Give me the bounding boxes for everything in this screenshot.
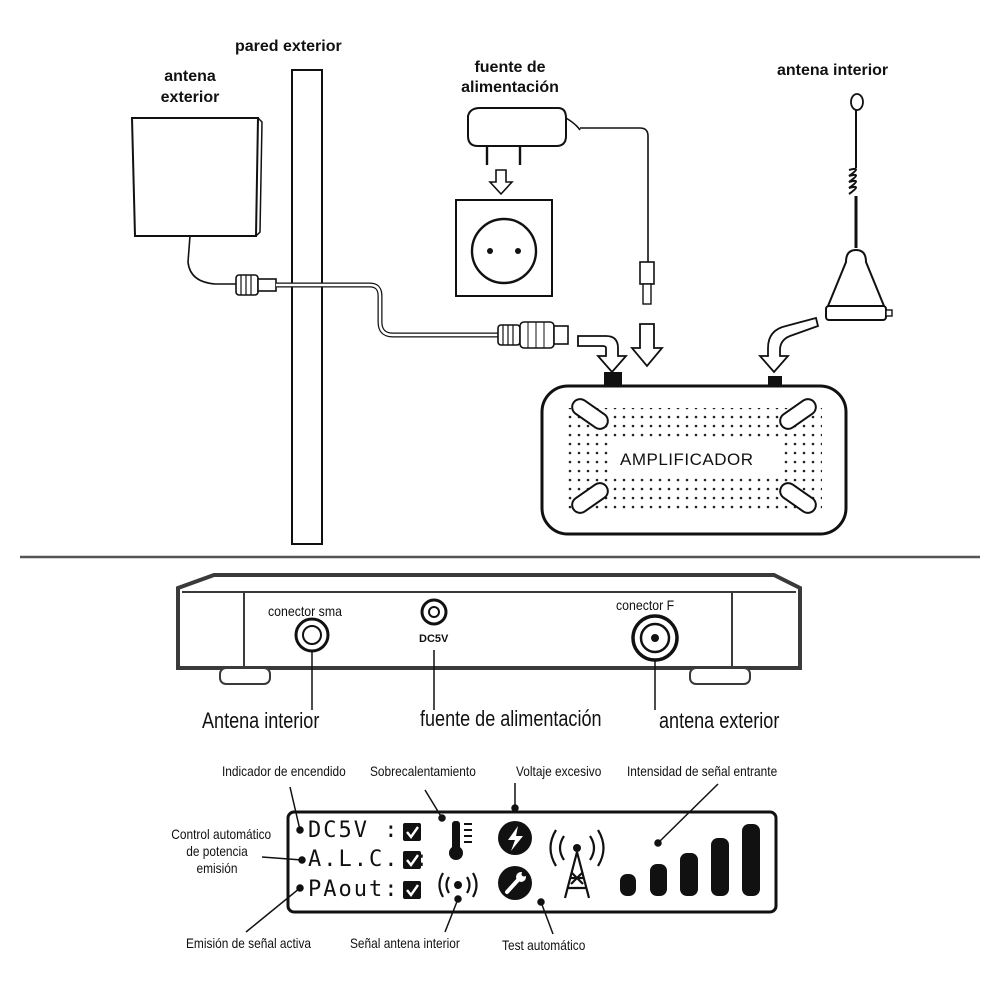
alc-annotation-3: emisión <box>196 860 238 876</box>
lightning-icon <box>498 821 532 855</box>
power-supply-label-1: fuente de <box>474 59 546 76</box>
overvoltage-annotation: Voltaje excesivo <box>516 763 602 779</box>
incoming-signal-annotation: Intensidad de señal entrante <box>627 763 778 779</box>
arrow-to-socket <box>488 169 514 196</box>
check-box-paout <box>403 881 421 899</box>
lcd-row-alc: A.L.C. : <box>308 847 430 872</box>
outer-wall-label: pared exterior <box>235 38 342 55</box>
alc-annotation-2: de potencia <box>186 843 248 859</box>
outdoor-antenna-label-2: exterior <box>160 89 220 106</box>
outdoor-antenna <box>130 117 277 296</box>
outdoor-antenna-label-1: antena <box>164 68 216 85</box>
indoor-antenna <box>825 93 893 321</box>
amplifier-unit <box>540 372 848 536</box>
wall-socket <box>455 199 553 297</box>
amplifier-back-panel <box>176 573 802 710</box>
outdoor-antenna-port-label: antena exterior <box>659 708 780 733</box>
lcd-row-paout: PAout: <box>308 877 400 902</box>
power-supply-label-2: alimentación <box>461 79 559 96</box>
sma-connector-label: conector sma <box>268 603 342 619</box>
check-box-alc <box>403 851 421 869</box>
power-indicator-annotation: Indicador de encendido <box>222 763 346 779</box>
arrow-left-connector <box>577 335 628 374</box>
wrench-icon <box>498 866 532 900</box>
overheat-annotation: Sobrecalentamiento <box>370 763 476 779</box>
amp-cable-connector <box>497 321 569 349</box>
lcd-row-dc5v: DC5V : <box>308 818 400 843</box>
annotation-leaders <box>245 783 719 935</box>
indoor-signal-icon <box>438 872 478 898</box>
outer-wall <box>291 69 323 545</box>
indoor-antenna-label: antena interior <box>777 62 889 79</box>
alc-annotation-1: Control automático <box>171 826 272 842</box>
active-emission-annotation: Emisión de señal activa <box>186 935 312 951</box>
power-port-label: fuente de alimentación <box>420 706 602 731</box>
amplifier-label: AMPLIFICADOR <box>620 450 754 469</box>
power-adapter <box>467 107 655 305</box>
self-test-annotation: Test automático <box>502 937 586 953</box>
tower-icon <box>549 829 605 899</box>
indoor-antenna-port-label: Antena interior <box>202 708 320 733</box>
indoor-signal-annotation: Señal antena interior <box>350 935 460 951</box>
dc5v-port-label: DC5V <box>419 633 449 645</box>
lcd-display <box>286 810 778 914</box>
arrow-dc-input <box>630 323 664 368</box>
arrow-right-connector <box>758 316 820 374</box>
signal-strength-bars <box>620 824 760 896</box>
f-connector-label: conector F <box>616 597 675 613</box>
check-box-dc5v <box>403 823 421 841</box>
thermometer-icon <box>449 821 472 860</box>
